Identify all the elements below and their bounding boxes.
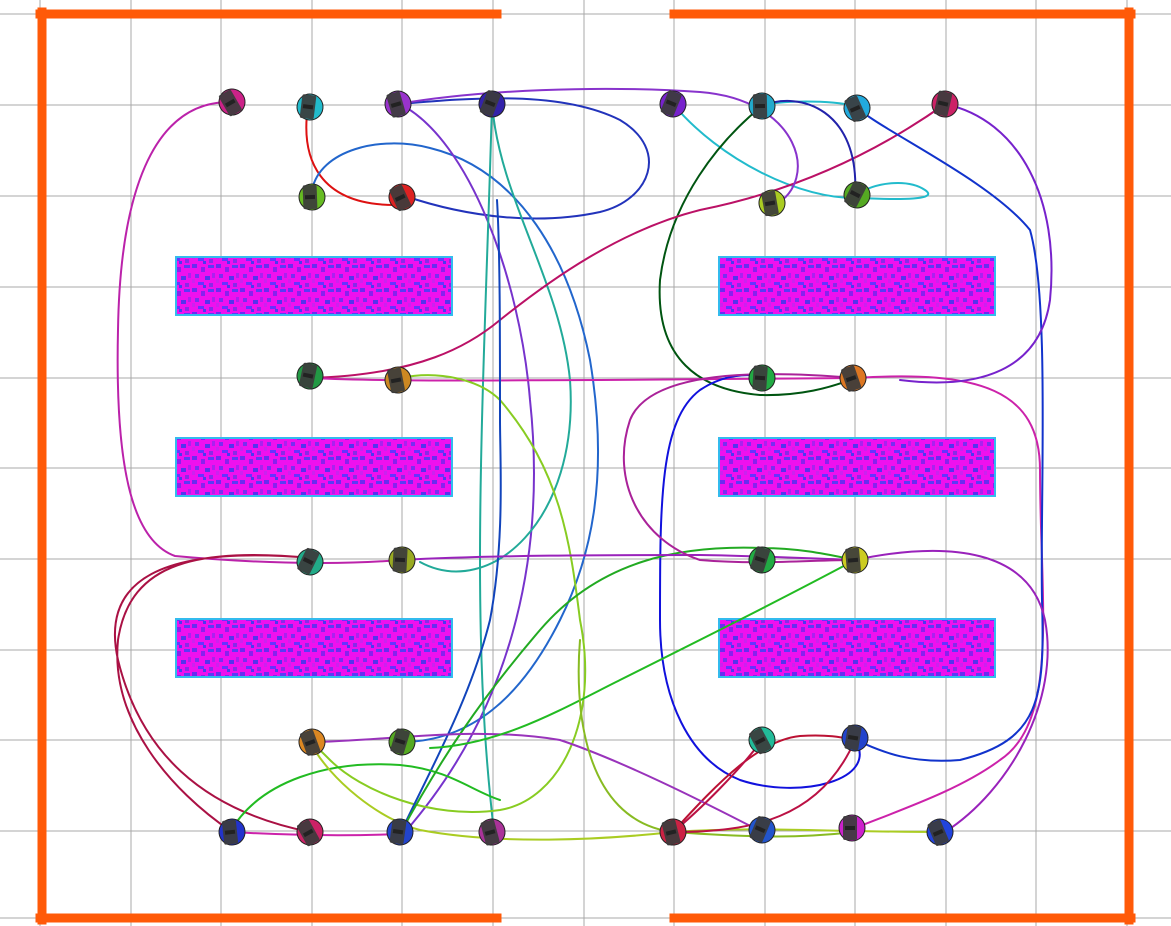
robot-marker (748, 92, 776, 120)
robot-marker (841, 546, 869, 574)
robot-path (309, 103, 946, 379)
shelf-left-3 (175, 618, 453, 678)
robot-marker (843, 180, 871, 209)
robot-marker (296, 93, 324, 121)
robot-path (672, 103, 929, 201)
robot-marker (659, 818, 687, 846)
robot-marker (478, 818, 506, 846)
robot-path (309, 375, 1045, 831)
robot-marker (218, 88, 246, 117)
walls (35, 7, 1136, 925)
robot-marker (748, 816, 776, 844)
robot-marker (296, 818, 324, 847)
robot-path (761, 99, 857, 196)
robot-marker (388, 546, 416, 574)
robot-path (229, 763, 501, 833)
robot-marker (298, 728, 326, 756)
robot-marker (388, 728, 416, 756)
robot-marker (926, 818, 954, 846)
shelf-right-1 (718, 256, 996, 316)
shelf-left-1 (175, 256, 453, 316)
robot-marker (748, 364, 776, 392)
robot-marker (384, 90, 412, 118)
robot-marker (478, 90, 506, 118)
robot-marker (386, 818, 414, 846)
robot-marker (841, 724, 869, 752)
robot-path (854, 105, 1044, 762)
shelf-left-2 (175, 437, 453, 497)
robot-marker (296, 362, 324, 390)
robot-marker (839, 364, 867, 392)
robot-marker (218, 818, 246, 846)
robot-path (399, 199, 502, 835)
robot-marker (843, 94, 871, 122)
shelves (175, 256, 996, 678)
shelf-right-3 (718, 618, 996, 678)
robot-path (899, 103, 1053, 384)
robot-marker (748, 726, 776, 755)
robot-path (309, 732, 763, 833)
robots (218, 88, 959, 847)
robot-path (429, 559, 856, 749)
robot-path (309, 741, 946, 841)
robot-marker (298, 183, 326, 211)
robot-marker (748, 546, 776, 574)
robot-path (113, 554, 313, 833)
robot-path (116, 100, 401, 564)
robot-marker (838, 814, 866, 842)
robot-marker (931, 90, 959, 118)
robot-path (311, 142, 600, 743)
robot-path (672, 734, 856, 833)
robot-marker (758, 189, 786, 217)
robot-path (658, 105, 856, 397)
robot-marker (388, 183, 416, 212)
robot-paths (113, 87, 1053, 841)
robot-marker (296, 547, 324, 576)
robot-path (658, 374, 861, 789)
shelf-right-2 (718, 437, 996, 497)
robot-path (399, 97, 650, 220)
robot-path (399, 546, 856, 835)
robot-path (305, 105, 396, 206)
robot-marker (659, 90, 687, 118)
robot-path (397, 87, 799, 206)
robot-marker (384, 366, 412, 394)
